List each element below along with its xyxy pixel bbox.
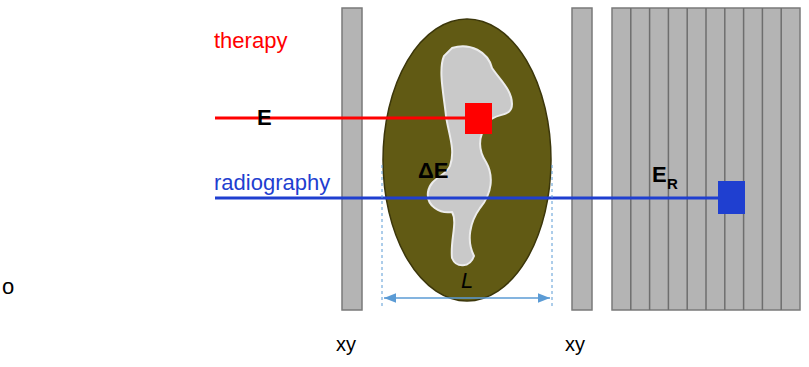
layer-line [705,8,707,310]
energy-subscript: R [667,176,678,191]
therapy-beam [215,117,466,120]
tissue-ellipse [383,19,551,301]
energy-label: E [652,164,667,186]
layer-line [649,8,651,310]
layer-line [762,8,764,310]
dimension-guide [382,165,383,306]
detector-hit [718,181,745,214]
beam-label: radiography [214,172,330,194]
energy-loss-label: ΔE [418,160,449,182]
dose-spot [465,103,492,134]
plate-label: xy [565,334,585,354]
layer-line [724,8,726,310]
dimension-guide [552,165,553,306]
phantom-outline [382,18,552,302]
dimension-label: L [461,270,473,292]
calorimeter-stack [612,8,800,310]
layer-line [780,8,782,310]
beam-label: therapy [214,30,287,52]
text-fragment: o [2,276,14,298]
plate-label: xy [336,334,356,354]
layer-line [630,8,632,310]
phantom-body: ΔE [382,18,552,302]
tracker-plate [342,8,362,310]
layer-line [668,8,670,310]
radiography-beam [215,197,719,200]
energy-label: E [257,107,272,129]
tracker-plate [572,8,592,310]
bone-shape [428,46,512,265]
dimension-arrow [384,297,550,299]
calorimeter-layers [631,8,781,310]
layer-line [743,8,745,310]
layer-line [686,8,688,310]
